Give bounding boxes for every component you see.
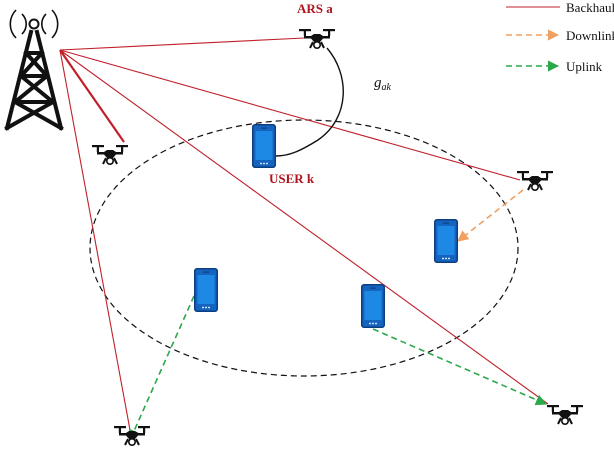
drone-icon [546,404,584,426]
drone-icon [298,28,336,50]
legend-uplink-label: Uplink [566,59,603,74]
uplink-arrow-right [372,328,548,406]
backhaul-link-ars-a [59,37,305,51]
backhaul-link-bottom-right-drone [59,49,549,405]
drone-icon [516,170,554,192]
legend-downlink-label: Downlink [566,28,614,43]
drone-icon [91,144,129,166]
smartphone-icon [361,284,385,328]
backhaul-link-bottom-left-drone [59,49,131,431]
channel-label-main: g [374,75,382,91]
backhaul-link-near-drone-stub [59,49,125,143]
channel-label: gak [374,75,392,93]
downlink-arrow [457,189,524,242]
channel-label-sub: ak [382,82,392,93]
user-label: USER k [269,171,315,186]
channel-curve [275,47,344,157]
drone-icon [113,425,151,447]
coverage-area [89,119,519,377]
legend: Backhaul Downlink Uplink [506,0,614,74]
backhaul-link-right-drone [59,49,521,181]
legend-backhaul-label: Backhaul [566,0,614,15]
ars-label: ARS a [297,1,333,16]
radio-tower-icon [4,9,64,131]
smartphone-icon [194,268,218,312]
smartphone-icon [434,219,458,263]
backhaul-links [59,37,549,431]
uplink-arrow-left [128,295,195,442]
smartphone-icon-user-k [252,124,276,168]
